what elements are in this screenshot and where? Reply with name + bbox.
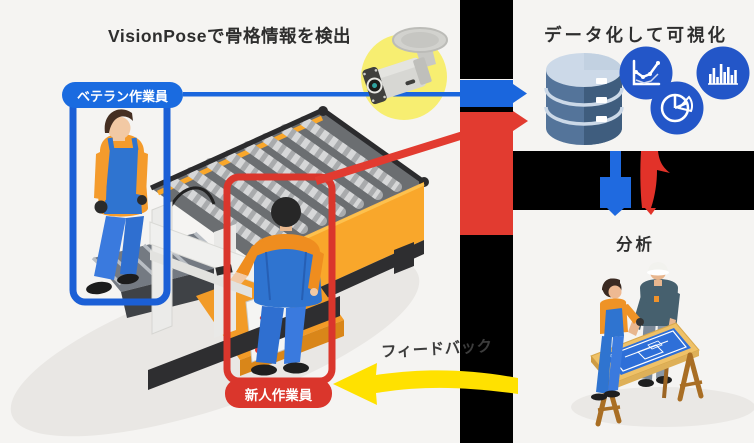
- yellow-feedback-arrow: [333, 363, 518, 405]
- veteran-label: ベテラン作業員: [62, 82, 183, 108]
- visualize-title: データ化して可視化: [544, 25, 728, 45]
- camera-icon: [362, 27, 448, 105]
- analysis-illustration: [590, 262, 704, 427]
- detect-title: VisionPoseで骨格情報を検出: [108, 26, 352, 46]
- blue-right-arrow: [460, 80, 527, 107]
- newcomer-label-text: 新人作業員: [244, 387, 313, 403]
- blue-detection-line: [183, 92, 461, 97]
- red-right-arrow: [460, 111, 528, 235]
- veteran-label-text: ベテラン作業員: [76, 88, 168, 104]
- bar-chart-icon: [696, 46, 750, 100]
- pie-chart-icon: [650, 81, 704, 135]
- overalls-worker: [591, 278, 644, 401]
- redaction-bar-top: [460, 0, 513, 79]
- veteran-worker: [86, 109, 148, 295]
- newcomer-label: 新人作業員: [225, 379, 332, 408]
- redaction-bar-right: [513, 151, 754, 210]
- newcomer-worker: [215, 197, 324, 376]
- blue-down-arrow: [600, 151, 631, 216]
- redaction-bar-bottom: [460, 235, 513, 443]
- database-icon: [544, 53, 624, 145]
- analysis-title: 分析: [616, 236, 655, 254]
- line-chart-icon: [619, 46, 673, 100]
- red-down-arrow: [640, 151, 670, 215]
- redaction-bar-mid: [460, 107, 513, 113]
